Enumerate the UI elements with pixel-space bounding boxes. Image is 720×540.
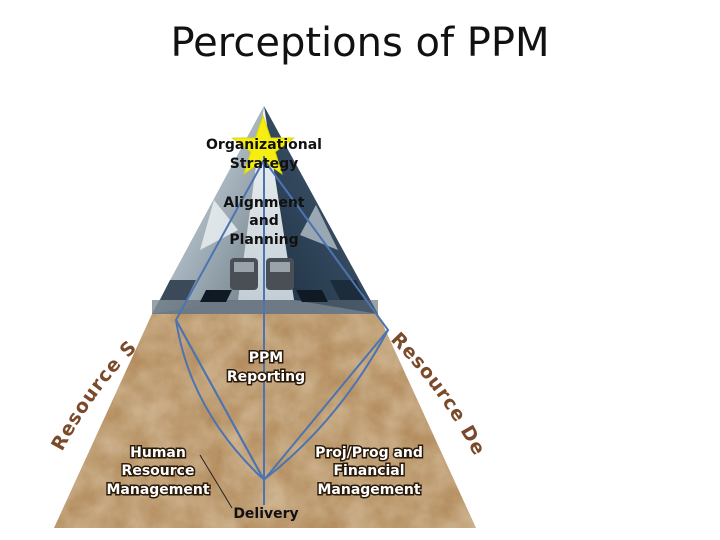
middle-label-line3: Planning [229,232,298,248]
human-resource-line2: Resource [122,463,195,479]
human-resource-line1: Human [130,445,186,461]
apex-label-line1: Organizational [206,137,322,153]
proj-prog-line1: Proj/Prog and [315,445,423,461]
apex-label: Organizational Strategy [206,137,322,172]
proj-prog-line3: Management [317,482,420,498]
middle-label: Alignment and Planning [223,195,304,248]
human-resource-line3: Management [106,482,209,498]
delivery-label: Delivery [233,506,298,522]
middle-label-line1: Alignment [223,195,304,211]
middle-label-line2: and [249,213,278,229]
proj-prog-line2: Financial [333,463,404,479]
ppm-reporting-line1: PPM [249,350,283,366]
flow-lines [174,156,390,505]
page-title: Perceptions of PPM [170,20,550,66]
delivery-pointer [199,454,233,509]
ppm-reporting-line2: Reporting [227,369,305,385]
apex-label-line2: Strategy [230,156,298,172]
